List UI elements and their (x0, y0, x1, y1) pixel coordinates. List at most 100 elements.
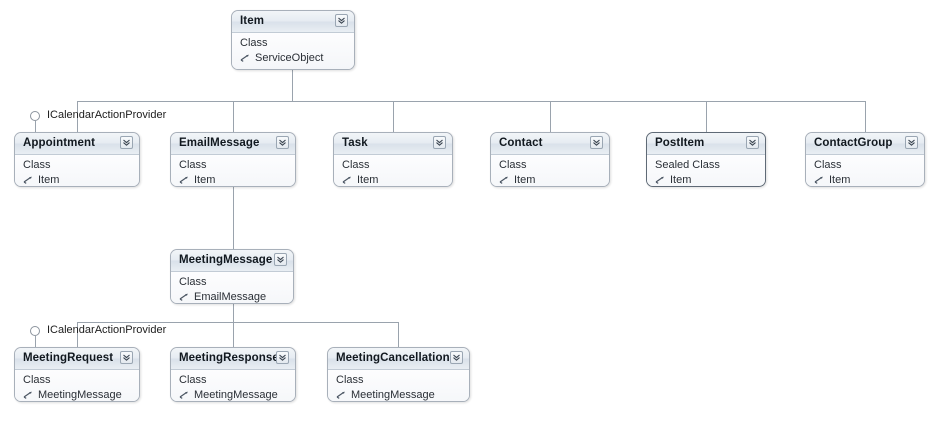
class-body: Class MeetingMessage (328, 370, 469, 401)
class-body: Class Item (334, 155, 452, 186)
chevron-double-down-icon[interactable] (433, 136, 446, 149)
interface-circle-icon (30, 111, 40, 121)
class-box-contactgroup[interactable]: ContactGroup Class Item (805, 132, 925, 187)
connector-drop-meetingrequest (77, 322, 78, 347)
class-body: Sealed Class Item (647, 155, 765, 186)
class-kind: Class (179, 374, 207, 386)
connector-bus-meetingmessage (77, 322, 399, 323)
inheritance-arrow-icon (179, 292, 190, 303)
class-body: Class Item (171, 155, 295, 186)
class-kind: Class (23, 374, 51, 386)
class-base-row: Item (814, 173, 916, 186)
class-box-meetingrequest[interactable]: MeetingRequest Class MeetingMessage (14, 347, 140, 402)
class-header: Task (334, 133, 452, 155)
class-base-row: EmailMessage (179, 290, 285, 303)
class-body: Class EmailMessage (171, 272, 293, 303)
class-box-emailmessage[interactable]: EmailMessage Class Item (170, 132, 296, 187)
class-base-name: Item (514, 174, 536, 186)
class-header: MeetingCancellation (328, 348, 469, 370)
class-base-row: MeetingMessage (336, 388, 461, 401)
chevron-double-down-icon[interactable] (274, 253, 287, 266)
inheritance-arrow-icon (179, 390, 190, 401)
class-base-name: MeetingMessage (194, 389, 278, 401)
class-body: Class Item (15, 155, 139, 186)
chevron-double-down-icon[interactable] (120, 351, 133, 364)
class-kind: Class (179, 276, 207, 288)
connector-drop-contact (550, 101, 551, 132)
class-base-row: MeetingMessage (179, 388, 287, 401)
class-base-row: ServiceObject (240, 51, 346, 65)
class-base-row: Item (342, 173, 444, 186)
class-base-row: MeetingMessage (23, 388, 131, 401)
inheritance-arrow-icon (499, 175, 510, 186)
chevron-double-down-icon[interactable] (276, 136, 289, 149)
class-base-row: Item (499, 173, 601, 186)
inheritance-arrow-icon (342, 175, 353, 186)
inheritance-arrow-icon (655, 175, 666, 186)
class-box-appointment[interactable]: Appointment Class Item (14, 132, 140, 187)
class-base-name: ServiceObject (255, 52, 324, 64)
inheritance-arrow-icon (23, 390, 34, 401)
interface-label: ICalendarActionProvider (47, 109, 167, 121)
connector-emailmessage-meetingmessage (233, 187, 234, 249)
class-box-contact[interactable]: Contact Class Item (490, 132, 610, 187)
class-box-item[interactable]: Item Class ServiceObject (231, 10, 355, 70)
class-header: EmailMessage (171, 133, 295, 155)
class-body: Class Item (806, 155, 924, 186)
interface-stem (35, 336, 36, 357)
class-box-postitem[interactable]: PostItem Sealed Class Item (646, 132, 766, 187)
class-base-row: Item (655, 173, 757, 186)
class-kind: Class (342, 159, 370, 171)
connector-drop-task (393, 101, 394, 132)
class-title: MeetingResponse (179, 352, 279, 364)
connector-item-stem (292, 70, 293, 101)
class-box-meetingcancellation[interactable]: MeetingCancellation Class MeetingMessage (327, 347, 470, 402)
connector-drop-meetingcancellation (398, 322, 399, 347)
interface-circle-icon (30, 326, 40, 336)
inheritance-arrow-icon (336, 390, 347, 401)
class-header: Item (232, 11, 354, 33)
interface-label: ICalendarActionProvider (47, 324, 167, 336)
interface-stem (35, 121, 36, 142)
class-title: Item (240, 15, 265, 27)
chevron-double-down-icon[interactable] (746, 136, 759, 149)
class-kind: Class (23, 159, 51, 171)
class-title: MeetingCancellation (336, 352, 450, 364)
class-title: MeetingMessage (179, 254, 273, 266)
class-title: Appointment (23, 137, 96, 149)
chevron-double-down-icon[interactable] (905, 136, 918, 149)
connector-drop-emailmessage (233, 101, 234, 132)
chevron-double-down-icon[interactable] (590, 136, 603, 149)
class-title: MeetingRequest (23, 352, 114, 364)
class-title: Task (342, 137, 368, 149)
class-kind: Class (336, 374, 364, 386)
class-base-name: MeetingMessage (38, 389, 122, 401)
class-header: ContactGroup (806, 133, 924, 155)
class-base-name: Item (829, 174, 851, 186)
class-body: Class ServiceObject (232, 33, 354, 69)
class-header: MeetingResponse (171, 348, 295, 370)
connector-bus-item (77, 101, 866, 102)
connector-meetingmessage-stem (233, 304, 234, 347)
class-base-name: Item (38, 174, 60, 186)
class-body: Class MeetingMessage (171, 370, 295, 401)
connector-drop-postitem (706, 101, 707, 132)
class-box-meetingresponse[interactable]: MeetingResponse Class MeetingMessage (170, 347, 296, 402)
class-body: Class MeetingMessage (15, 370, 139, 401)
chevron-double-down-icon[interactable] (335, 14, 348, 27)
chevron-double-down-icon[interactable] (450, 351, 463, 364)
class-base-name: EmailMessage (194, 291, 267, 303)
inheritance-arrow-icon (814, 175, 825, 186)
chevron-double-down-icon[interactable] (120, 136, 133, 149)
chevron-double-down-icon[interactable] (276, 351, 289, 364)
class-base-name: Item (670, 174, 692, 186)
class-base-row: Item (179, 173, 287, 186)
class-kind: Class (499, 159, 527, 171)
class-header: Contact (491, 133, 609, 155)
class-title: ContactGroup (814, 137, 893, 149)
class-header: MeetingMessage (171, 250, 293, 272)
inheritance-arrow-icon (240, 53, 251, 64)
class-box-task[interactable]: Task Class Item (333, 132, 453, 187)
class-box-meetingmessage[interactable]: MeetingMessage Class EmailMessage (170, 249, 294, 304)
